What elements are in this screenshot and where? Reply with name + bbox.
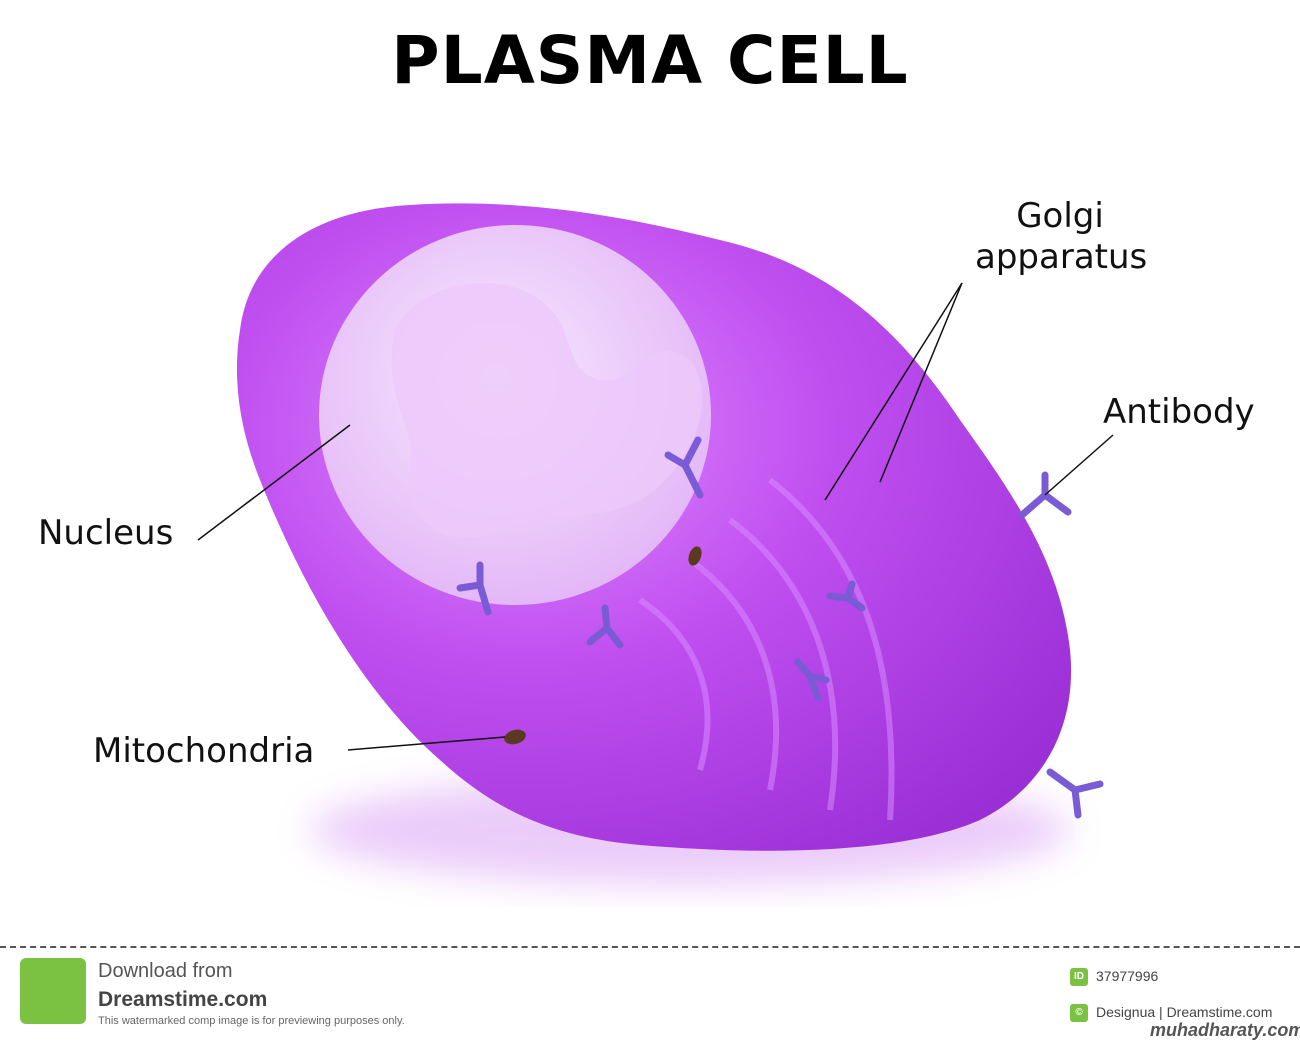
antibody-4 [826, 580, 866, 612]
nucleus-leader [197, 424, 351, 541]
antibody-label: Antibody [1103, 392, 1255, 432]
site-mark: muhadharaty.com [1150, 1020, 1300, 1040]
mitochondrion-2 [504, 729, 526, 745]
antibody-3 [586, 604, 624, 649]
credit-text: Designua | Dreamstime.com [1096, 1004, 1273, 1020]
chromatin [391, 283, 702, 539]
nucleus-label: Nucleus [38, 513, 174, 553]
mitochondrion-1 [688, 546, 702, 566]
antibody-7 [1046, 768, 1104, 819]
id-badge-icon: ID [1070, 968, 1088, 986]
golgi-apparatus [638, 477, 895, 821]
antibody-6 [1018, 471, 1072, 519]
dreamstime-logo-icon [20, 958, 86, 1024]
antibody-leader [1044, 434, 1114, 496]
mitochondria-leader [347, 736, 506, 751]
image-id: 37977996 [1096, 968, 1159, 984]
preview-note: This watermarked comp image is for previ… [98, 1015, 405, 1027]
brand-link[interactable]: Dreamstime.com [98, 988, 268, 1011]
page-title: PLASMA CELL [391, 22, 909, 99]
antibody-5 [794, 658, 830, 702]
plasma-cell-diagram [197, 203, 1114, 885]
footer: Download from Dreamstime.com This waterm… [0, 946, 1300, 1040]
mitochondria-label: Mitochondria [93, 731, 315, 771]
golgi-leader-2 [879, 282, 963, 483]
antibody-2 [456, 561, 492, 616]
copyright-icon: © [1070, 1004, 1088, 1022]
antibody-group [456, 436, 1104, 819]
antibody-1 [664, 436, 704, 499]
golgi-leader-1 [824, 282, 963, 501]
golgi-label: Golgi apparatus [975, 196, 1148, 277]
download-text: Download from [98, 960, 233, 982]
